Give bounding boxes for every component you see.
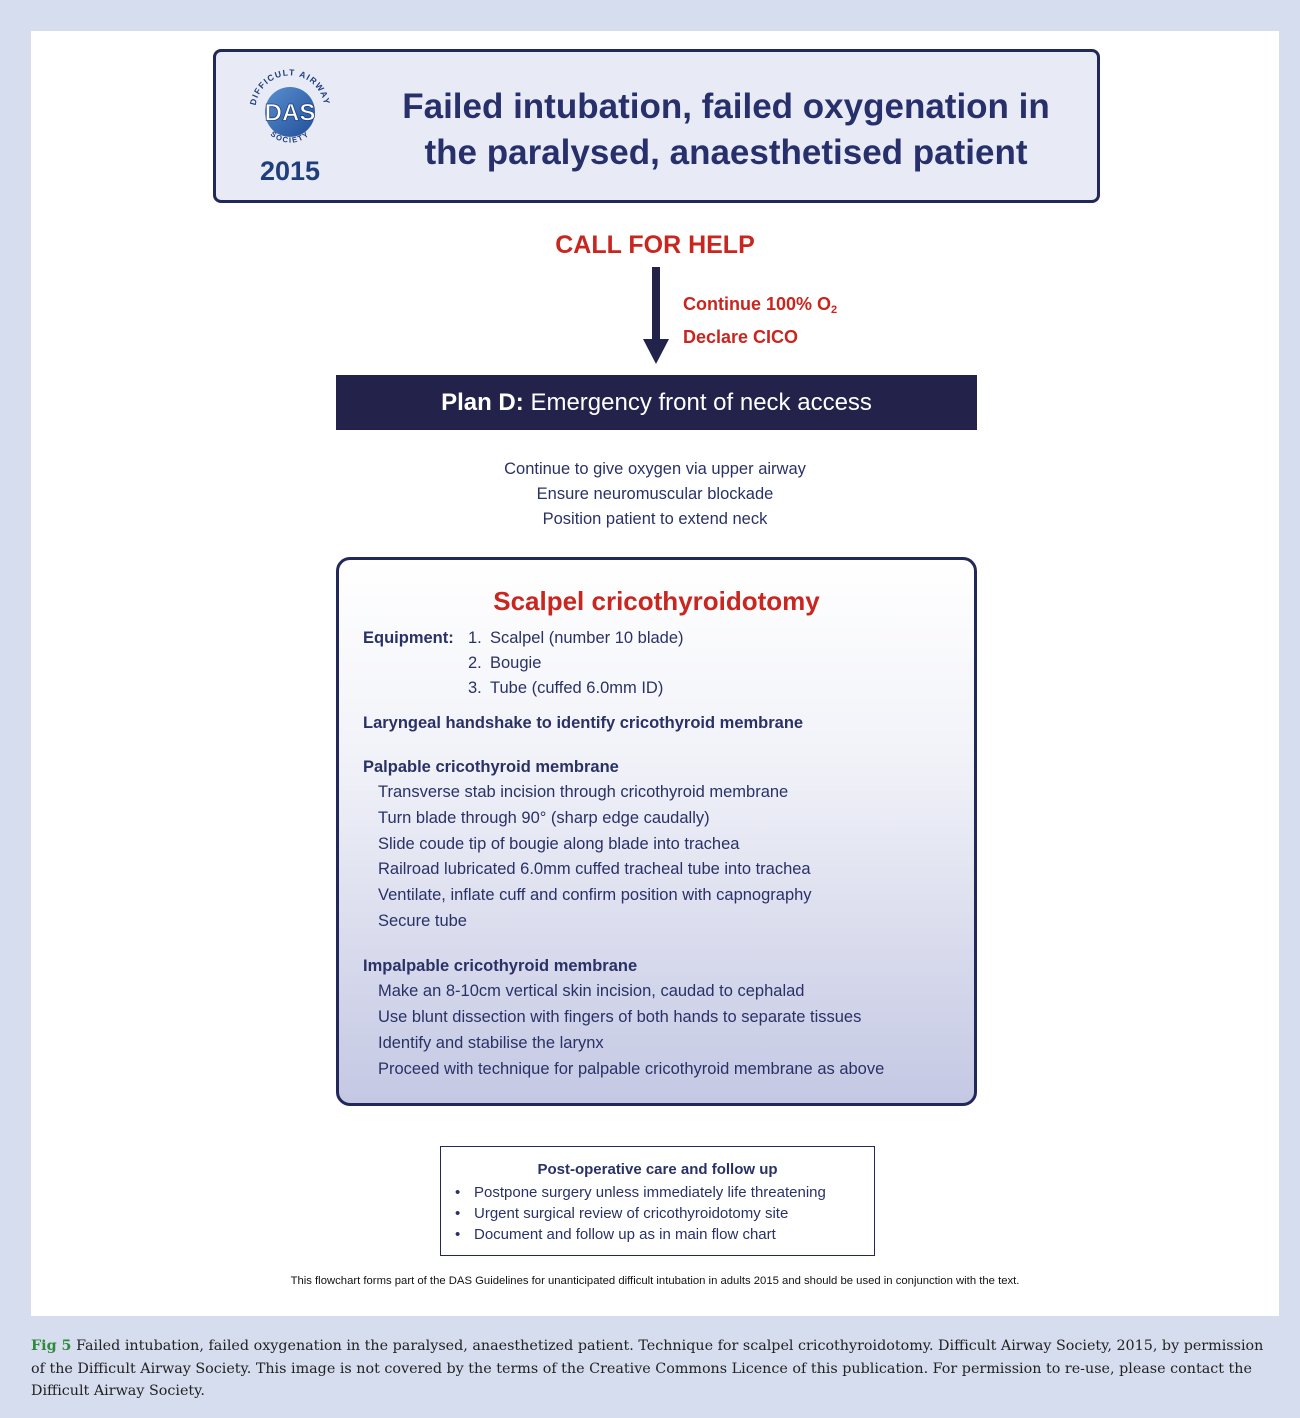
footnote: This flowchart forms part of the DAS Gui… [290,1275,1020,1287]
down-arrow-icon [643,267,669,364]
continue-oxygen-note: Continue 100% O2 [683,294,838,316]
page-title: Failed intubation, failed oxygenation in… [366,84,1086,176]
title-line-1: Failed intubation, failed oxygenation in [402,87,1050,126]
postop-item: Postpone surgery unless immediately life… [455,1182,826,1203]
pre-step: Ensure neuromuscular blockade [536,485,774,503]
postop-care-box: Post-operative care and follow up Postpo… [440,1146,875,1256]
plan-text: Emergency front of neck access [530,389,872,416]
postop-item: Document and follow up as in main flow c… [455,1224,826,1245]
impalpable-step: Proceed with technique for palpable cric… [378,1060,885,1078]
impalpable-step: Make an 8-10cm vertical skin incision, c… [378,982,805,1000]
pre-step: Position patient to extend neck [542,510,768,528]
palpable-step: Slide coude tip of bougie along blade in… [378,835,740,853]
declare-cico-note: Declare CICO [683,327,799,347]
impalpable-heading: Impalpable cricothyroid membrane [363,957,638,975]
palpable-step: Ventilate, inflate cuff and confirm posi… [378,886,812,904]
equipment-label: Equipment: [363,629,454,647]
equipment-item: 1.Scalpel (number 10 blade) [468,629,684,647]
caption-text: Failed intubation, failed oxygenation in… [31,1338,1264,1399]
handshake-heading: Laryngeal handshake to identify cricothy… [363,714,804,732]
equipment-item: 2.Bougie [468,654,542,672]
palpable-step: Turn blade through 90° (sharp edge cauda… [378,809,710,827]
equipment-item: 3.Tube (cuffed 6.0mm ID) [468,679,664,697]
pre-steps: Continue to give oxygen via upper airway… [455,457,855,532]
call-for-help: CALL FOR HELP [555,231,755,259]
palpable-step: Secure tube [378,912,467,930]
das-logo: DIFFICULT AIRWAY SOCIETY DAS [248,67,331,144]
scalpel-cricothyroidotomy-box: Scalpel cricothyroidotomy Equipment: 1.S… [336,557,977,1106]
impalpable-step: Use blunt dissection with fingers of bot… [378,1008,862,1026]
postop-title: Post-operative care and follow up [537,1161,778,1178]
logo-year: 2015 [259,156,321,186]
impalpable-step: Identify and stabilise the larynx [378,1034,604,1052]
palpable-heading: Palpable cricothyroid membrane [363,758,619,776]
postop-item: Urgent surgical review of cricothyroidot… [455,1203,826,1224]
title-line-2: the paralysed, anaesthetised patient [424,133,1028,172]
plan-d-banner: Plan D: Emergency front of neck access [336,375,977,430]
scalpel-title: Scalpel cricothyroidotomy [493,586,820,616]
flowchart-panel: DIFFICULT AIRWAY SOCIETY DAS 2015 Failed… [31,31,1279,1316]
logo-initials: DAS [265,100,316,127]
palpable-step: Railroad lubricated 6.0mm cuffed trachea… [378,860,811,878]
figure-label: Fig 5 [31,1338,72,1354]
figure-caption: Fig 5 Failed intubation, failed oxygenat… [31,1335,1279,1403]
plan-label: Plan D: [441,389,524,416]
palpable-step: Transverse stab incision through cricoth… [378,783,789,801]
postop-list: Postpone surgery unless immediately life… [455,1182,826,1245]
pre-step: Continue to give oxygen via upper airway [504,460,806,478]
arrow-notes: Continue 100% O2 Declare CICO [683,291,837,351]
header-box: DIFFICULT AIRWAY SOCIETY DAS 2015 Failed… [213,49,1100,203]
